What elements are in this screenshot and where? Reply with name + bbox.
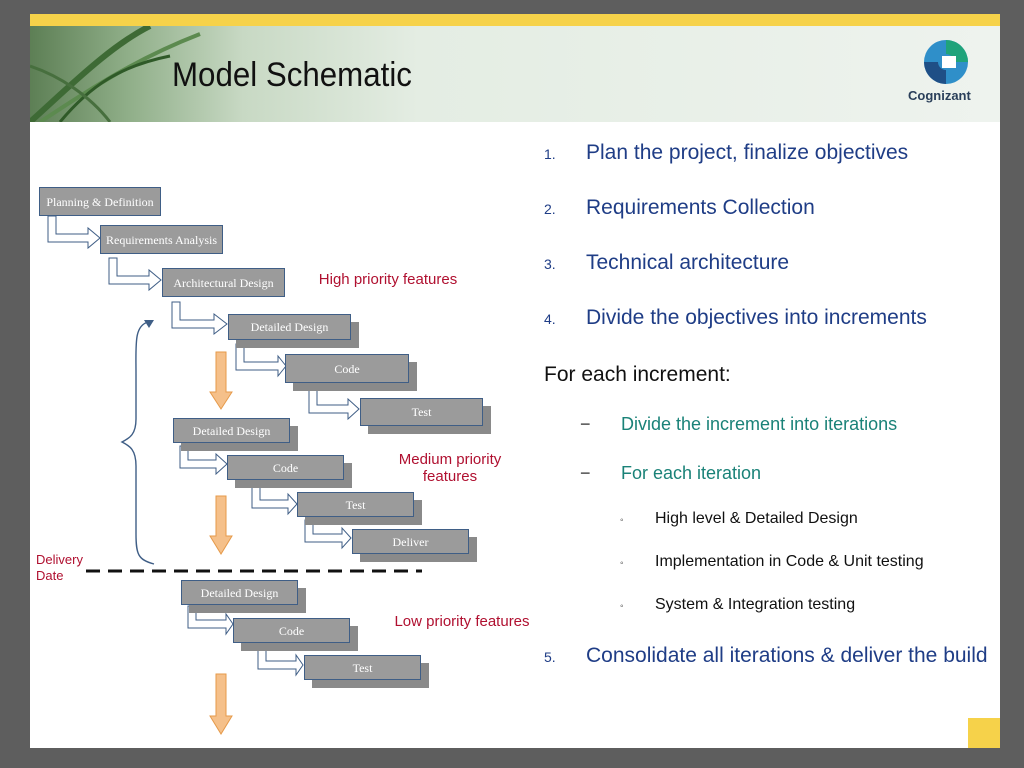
cognizant-logo-icon (924, 40, 968, 84)
step-3: 3. Technical architecture (544, 251, 789, 275)
low-detailed-design-box: Detailed Design (181, 580, 298, 605)
step-4: 4. Divide the objectives into increments (544, 306, 927, 330)
down-arrow-high (209, 351, 233, 410)
high-priority-label: High priority features (318, 271, 458, 288)
slide: Model Schematic Cognizant (30, 14, 1000, 748)
sub-item-text: Divide the increment into iterations (621, 414, 898, 434)
architectural-design-box: Architectural Design (162, 268, 285, 297)
step-text: Consolidate all iterations & deliver the… (586, 644, 988, 667)
step-2: 2. Requirements Collection (544, 196, 815, 220)
planning-definition-box: Planning & Definition (39, 187, 161, 216)
high-test-box: Test (360, 398, 483, 426)
connector-arrow (235, 343, 287, 378)
step-number: 5. (544, 649, 556, 665)
step-number: 2. (544, 201, 556, 217)
medium-priority-label: Medium priority features (398, 451, 502, 485)
step-number: 4. (544, 311, 556, 327)
requirements-analysis-box: Requirements Analysis (100, 225, 223, 254)
step-5: 5. Consolidate all iterations & deliver t… (544, 644, 988, 668)
sub-item-2: − For each iteration (580, 463, 761, 484)
down-arrow-medium (209, 495, 233, 555)
corner-accent (968, 718, 1000, 748)
connector-arrow (179, 445, 228, 476)
medium-code-box: Code (227, 455, 344, 480)
connector-arrow (308, 386, 360, 421)
sub-item-text: For each iteration (621, 463, 762, 483)
circle-bullet-icon: ◦ (620, 601, 624, 612)
dash-bullet-icon: − (580, 414, 591, 434)
high-detailed-design-box: Detailed Design (228, 314, 351, 340)
connector-arrow (251, 485, 298, 516)
circle-bullet-icon: ◦ (620, 515, 624, 526)
iteration-item-2: ◦ Implementation in Code & Unit testing (620, 553, 924, 571)
medium-detailed-design-box: Detailed Design (173, 418, 290, 443)
iteration-brace (120, 321, 155, 565)
low-test-box: Test (304, 655, 421, 680)
dash-bullet-icon: − (580, 463, 591, 483)
high-code-box: Code (285, 354, 409, 383)
connector-arrow (47, 215, 101, 250)
iteration-item-text: System & Integration testing (655, 596, 856, 613)
header-banner (30, 26, 1000, 122)
step-text: Technical architecture (586, 251, 790, 274)
connector-arrow (257, 646, 304, 677)
iteration-item-1: ◦ High level & Detailed Design (620, 510, 858, 528)
down-arrow-low (209, 673, 233, 735)
step-text: Divide the objectives into increments (586, 306, 927, 329)
medium-deliver-box: Deliver (352, 529, 469, 554)
medium-test-box: Test (297, 492, 414, 517)
iteration-item-3: ◦ System & Integration testing (620, 596, 855, 614)
connector-arrow (304, 519, 352, 550)
circle-bullet-icon: ◦ (620, 558, 624, 569)
slide-title: Model Schematic (172, 56, 412, 94)
step-number: 3. (544, 256, 556, 272)
diagram-connectors (47, 215, 422, 735)
low-code-box: Code (233, 618, 350, 643)
step-1: 1. Plan the project, finalize objectives (544, 141, 908, 165)
delivery-date-label: Delivery Date (36, 552, 83, 583)
step-text: Plan the project, finalize objectives (586, 141, 909, 164)
logo-text: Cognizant (908, 88, 971, 103)
connector-arrow (187, 605, 234, 636)
connector-arrow (171, 301, 228, 336)
low-priority-label: Low priority features (394, 613, 530, 630)
grass-image (30, 26, 201, 122)
iteration-item-text: Implementation in Code & Unit testing (655, 553, 924, 570)
sub-item-1: − Divide the increment into iterations (580, 414, 897, 435)
step-text: Requirements Collection (586, 196, 815, 219)
iteration-item-text: High level & Detailed Design (655, 510, 858, 527)
top-accent-bar (30, 14, 1000, 26)
for-each-increment-heading: For each increment: (544, 363, 731, 386)
step-number: 1. (544, 146, 556, 162)
connector-arrow (108, 257, 162, 292)
